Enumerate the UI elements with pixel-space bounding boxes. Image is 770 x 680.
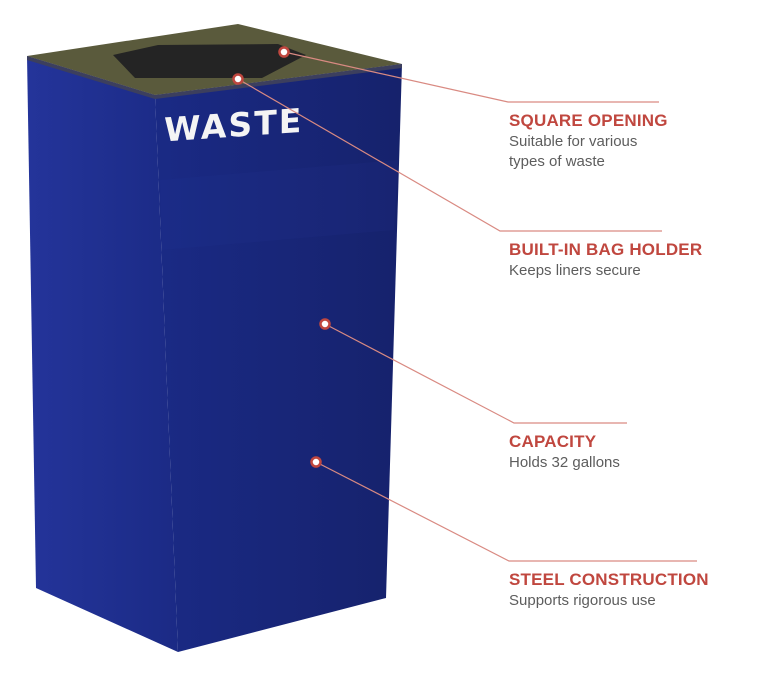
callout-description-line: Supports rigorous use (509, 592, 656, 609)
leader-line-steel (315, 461, 697, 562)
marker-bag-holder (232, 73, 244, 85)
callout-description-line: Holds 32 gallons (509, 454, 620, 471)
bin-right-face (155, 64, 402, 652)
callout-title: SQUARE OPENING (509, 111, 668, 130)
callout-description: Supports rigorous use (509, 591, 749, 611)
callout-description: Holds 32 gallons (509, 453, 749, 473)
bin-top-edge (27, 56, 402, 99)
bin-left-face (27, 56, 178, 652)
bin-side-shade (160, 160, 398, 250)
marker-steel-construction (310, 456, 322, 468)
marker-capacity (319, 318, 331, 330)
callout-title: STEEL CONSTRUCTION (509, 570, 709, 589)
square-opening (113, 44, 306, 78)
callout-description-line: Keeps liners secure (509, 262, 641, 279)
leader-line-square-opening (283, 51, 659, 103)
callout-title: BUILT-IN BAG HOLDER (509, 240, 703, 259)
callout-title: CAPACITY (509, 432, 597, 451)
leader-line-bag-holder (237, 78, 662, 232)
callout-description-line: Suitable for various (509, 133, 638, 150)
callout-steel-construction: STEEL CONSTRUCTION Supports rigorous use (509, 570, 749, 611)
marker-square-opening (278, 46, 290, 58)
bin-label-text: WASTE (164, 101, 303, 150)
leader-line-capacity (324, 323, 627, 424)
callout-description-line: types of waste (509, 153, 605, 170)
callout-description: Suitable for various types of waste (509, 132, 749, 172)
callout-description: Keeps liners secure (509, 261, 749, 281)
callout-capacity: CAPACITY Holds 32 gallons (509, 432, 749, 473)
callout-square-opening: SQUARE OPENING Suitable for various type… (509, 111, 749, 172)
callout-bag-holder: BUILT-IN BAG HOLDER Keeps liners secure (509, 240, 749, 281)
